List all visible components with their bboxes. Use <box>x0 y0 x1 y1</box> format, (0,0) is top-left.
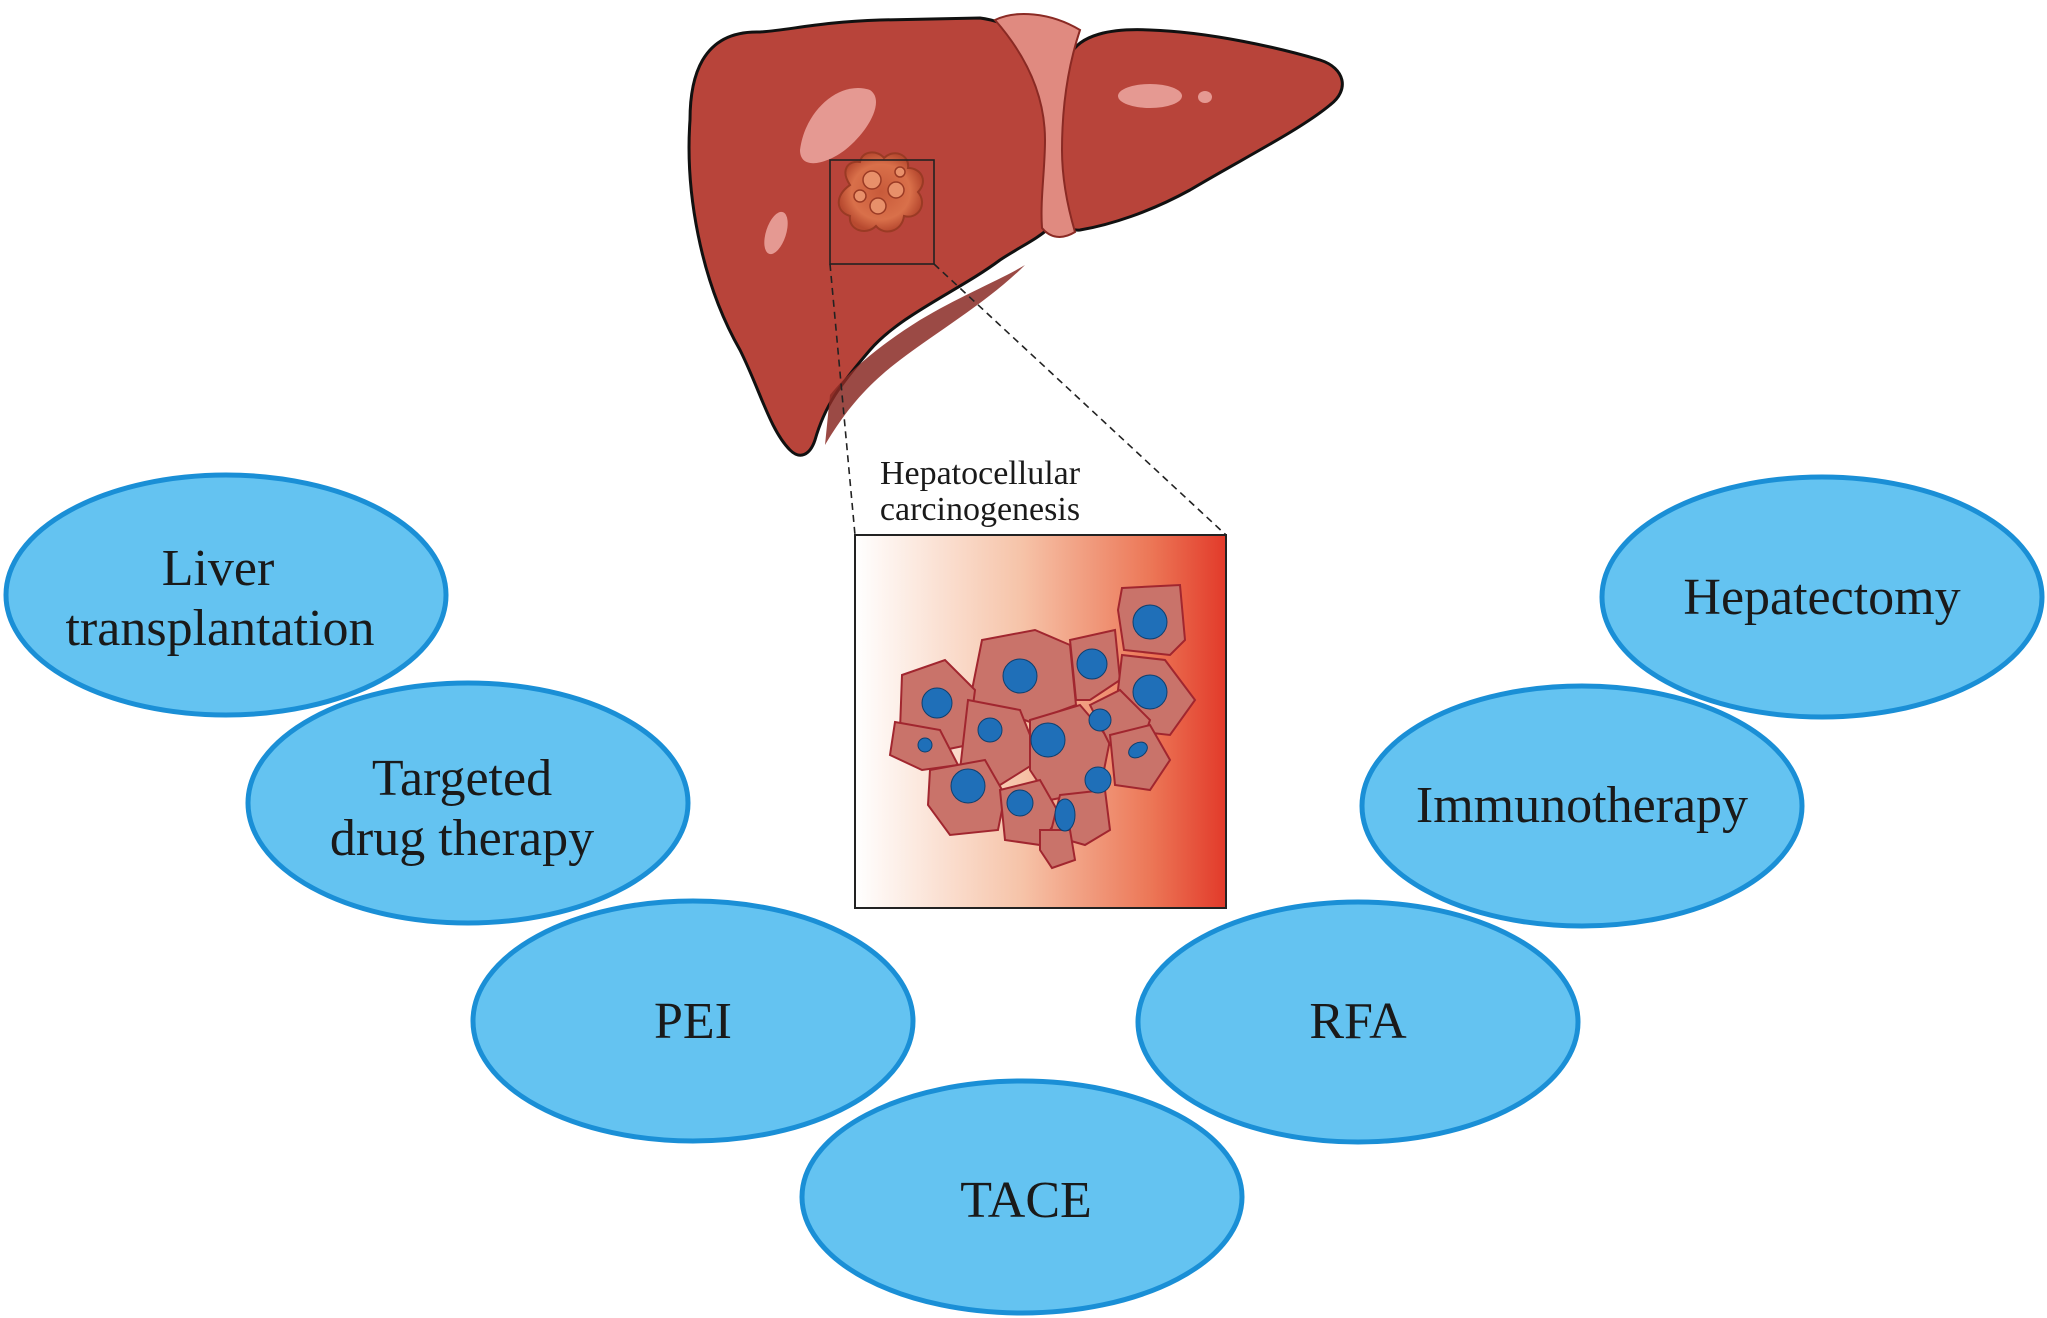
liver-right-lobe <box>687 16 1062 457</box>
tumor-inset-box <box>829 159 935 265</box>
treatment-label: Hepatectomy <box>1683 569 1960 626</box>
treatment-hepatectomy: Hepatectomy <box>1599 474 2045 720</box>
treatment-label: Liver <box>162 540 275 597</box>
liver-highlight-3 <box>1118 84 1182 108</box>
liver-highlight-2 <box>764 211 788 255</box>
treatment-targeted-drug-therapy: Targeted drug therapy <box>245 680 691 926</box>
liver-underside <box>825 265 1025 445</box>
treatment-ellipse <box>1359 683 1805 929</box>
treatment-ellipse <box>1135 899 1581 1145</box>
treatment-immunotherapy: Immunotherapy <box>1359 683 1805 929</box>
tumor <box>837 151 924 233</box>
liver-left-lobe <box>1058 28 1344 232</box>
treatment-label: TACE <box>960 1172 1092 1229</box>
falciform-ligament <box>993 13 1082 238</box>
caption-line-1: Hepatocellular <box>880 455 1081 492</box>
treatment-rfa: RFA <box>1135 899 1581 1145</box>
treatment-label: Targeted <box>372 750 552 807</box>
treatment-label: transplantation <box>65 600 374 657</box>
liver-highlight-4 <box>1198 91 1212 103</box>
treatment-pei: PEI <box>470 898 916 1144</box>
treatment-ellipse <box>3 472 449 718</box>
caption-line-2: carcinogenesis <box>880 491 1080 528</box>
treatment-ellipse <box>1599 474 2045 720</box>
treatment-ellipse <box>470 898 916 1144</box>
liver-illustration <box>687 13 1344 457</box>
treatment-label: PEI <box>654 993 732 1050</box>
cell-nuclei <box>917 604 1168 832</box>
zoom-line-left <box>829 263 856 536</box>
liver-highlight-1 <box>800 88 876 164</box>
treatment-label: drug therapy <box>330 810 594 867</box>
treatment-ellipse <box>245 680 691 926</box>
treatment-tace: TACE <box>799 1078 1245 1316</box>
treatment-label: RFA <box>1309 993 1407 1050</box>
treatment-label: Immunotherapy <box>1416 777 1748 834</box>
treatment-ellipse <box>799 1078 1245 1316</box>
zoom-line-right <box>933 263 1227 536</box>
tissue-inset <box>854 534 1227 909</box>
treatment-liver-transplantation: Liver transplantation <box>3 472 449 718</box>
